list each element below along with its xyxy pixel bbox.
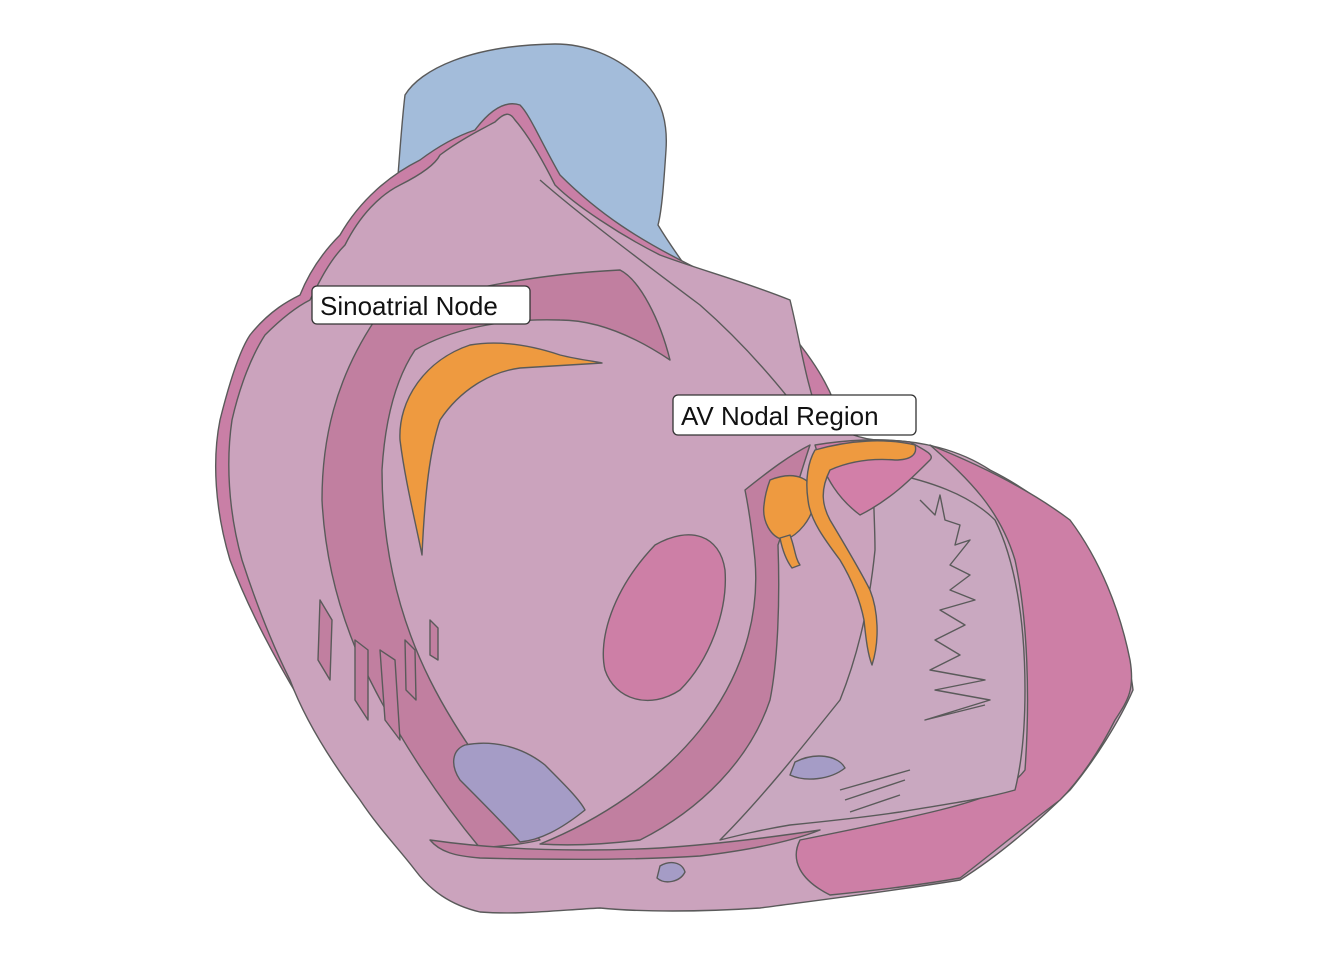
sinoatrial-node-label: Sinoatrial Node <box>311 285 531 325</box>
av-nodal-region-label: AV Nodal Region <box>672 394 917 436</box>
his-bundle[interactable] <box>806 440 917 666</box>
trabeculae <box>919 494 991 721</box>
fossa-ovalis <box>602 534 727 702</box>
bundle-branch-left <box>779 534 801 569</box>
atrial-fold-line <box>539 179 791 401</box>
small-vessel-opening <box>656 861 686 883</box>
inferior-rim <box>429 829 821 861</box>
septal-band <box>321 269 671 849</box>
coronary-sinus <box>789 755 846 780</box>
papillary-muscle-lines <box>839 769 911 813</box>
tricuspid-valve <box>453 742 586 843</box>
sinoatrial-node-label-text: Sinoatrial Node <box>320 291 498 321</box>
right-ventricle-wall <box>795 444 1133 896</box>
pectinate-muscles <box>317 599 439 741</box>
sinoatrial-node[interactable] <box>399 342 603 556</box>
av-nodal-region-label-text: AV Nodal Region <box>681 401 879 431</box>
